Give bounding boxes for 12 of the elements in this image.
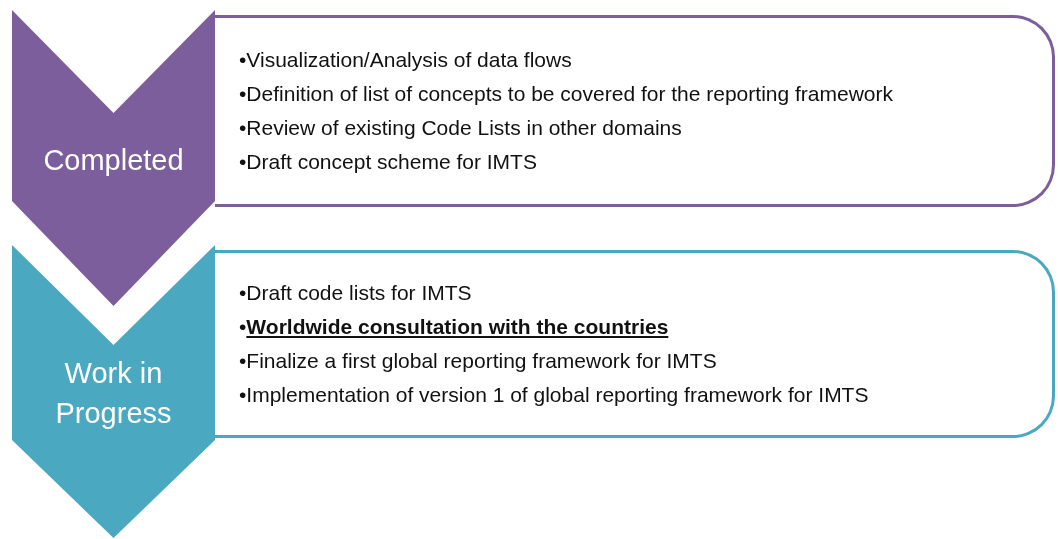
bullet-item: •Implementation of version 1 of global reporting framework for IMTS [239, 382, 870, 408]
bullet-item: •Review of existing Code Lists in other domains [239, 115, 683, 141]
bullet-item: •Finalize a first global reporting framework for IMTS [239, 348, 718, 374]
bullet-item: •Definition of list of concepts to be covered for the reporting framework [239, 81, 894, 107]
text-panel [215, 250, 1055, 438]
stage-label: Work in Progress [54, 356, 173, 431]
bullet-item: •Visualization/Analysis of data flows [239, 47, 573, 73]
bullet-item: •Worldwide consultation with the countries [239, 314, 670, 340]
bullet-item: •Draft code lists for IMTS [239, 280, 473, 306]
text-panel [215, 15, 1055, 207]
stage-label: Completed [42, 143, 185, 178]
bullet-item: •Draft concept scheme for IMTS [239, 149, 538, 175]
